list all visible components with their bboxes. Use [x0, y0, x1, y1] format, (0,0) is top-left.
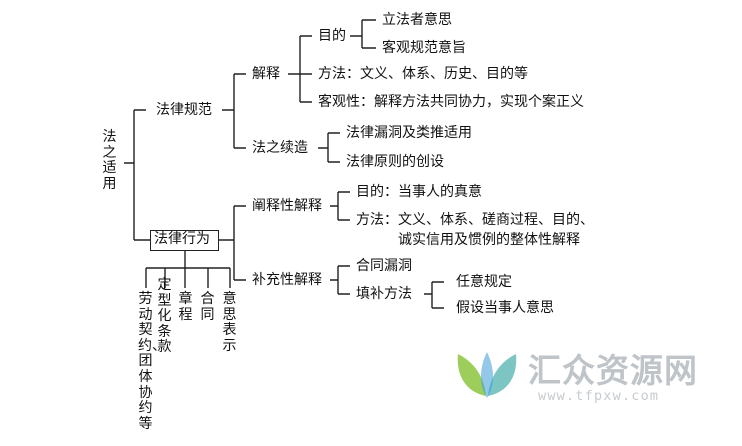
node-chanshixing-jieshi: 阐释性解释: [252, 198, 322, 214]
buchong-bracket: [330, 265, 350, 295]
watermark-text: 汇众资源网: [528, 351, 698, 390]
branch-falv-guifan: 法律规范: [156, 102, 212, 118]
leaf-logo-icon: [457, 352, 517, 398]
vertical-items-bracket: [145, 250, 231, 288]
leaf-falv-yuanze: 法律原则的创设: [346, 154, 444, 170]
jieshi-bracket: [288, 35, 312, 103]
leaf-jiashe-dangshiren-yisi: 假设当事人意思: [456, 300, 554, 316]
node-buchongxing-jieshi: 补充性解释: [252, 272, 322, 288]
node-keguanxing: 客观性：解释方法共同协力，实现个案正义: [318, 94, 584, 110]
leaf-hetong-loudong: 合同漏洞: [356, 258, 412, 274]
tianbu-bracket: [424, 281, 444, 309]
leaf-lifazhe-yisi: 立法者意思: [382, 12, 452, 28]
leaf-chanshi-fangfa-line2: 诚实信用及惯例的整体性解释: [398, 232, 580, 248]
root-bracket: [124, 109, 150, 241]
branch2-bracket: [218, 205, 246, 281]
node-jieshi: 解释: [252, 66, 280, 82]
vertical-item-laodong-qiyue: 劳动契约、团体协约等: [138, 291, 166, 432]
leaf-chanshi-mudi: 目的：当事人的真意: [356, 184, 482, 200]
mudi-bracket: [350, 19, 376, 49]
xuzao-bracket: [318, 132, 340, 163]
watermark-url: www.tfpxw.com: [538, 388, 660, 404]
node-fazhi-xuzao: 法之续造: [252, 140, 308, 156]
vertical-item-dingxinghua-tiaokuan: 定型化条款: [157, 277, 172, 356]
leaf-keguan-guifan-yizhi: 客观规范意旨: [382, 40, 466, 56]
branch1-bracket: [222, 73, 246, 149]
leaf-renyi-guiding: 任意规定: [456, 274, 512, 290]
node-tianbu-fangfa: 填补方法: [356, 286, 412, 302]
root-label: 法之适用: [102, 129, 117, 192]
leaf-falv-loudong: 法律漏洞及类推适用: [346, 125, 472, 141]
node-mudi: 目的: [318, 28, 346, 44]
node-fangfa: 方法：文义、体系、历史、目的等: [318, 66, 528, 82]
vertical-item-zhangcheng: 章程: [178, 291, 193, 323]
vertical-item-hetong: 合同: [200, 291, 215, 323]
vertical-item-yisi-biaoshi: 意思表示: [222, 291, 237, 354]
leaf-chanshi-fangfa-line1: 方法：文义、体系、磋商过程、目的、: [356, 212, 594, 228]
chanshi-bracket: [330, 191, 350, 221]
branch-falv-xingwei: 法律行为: [150, 230, 219, 251]
